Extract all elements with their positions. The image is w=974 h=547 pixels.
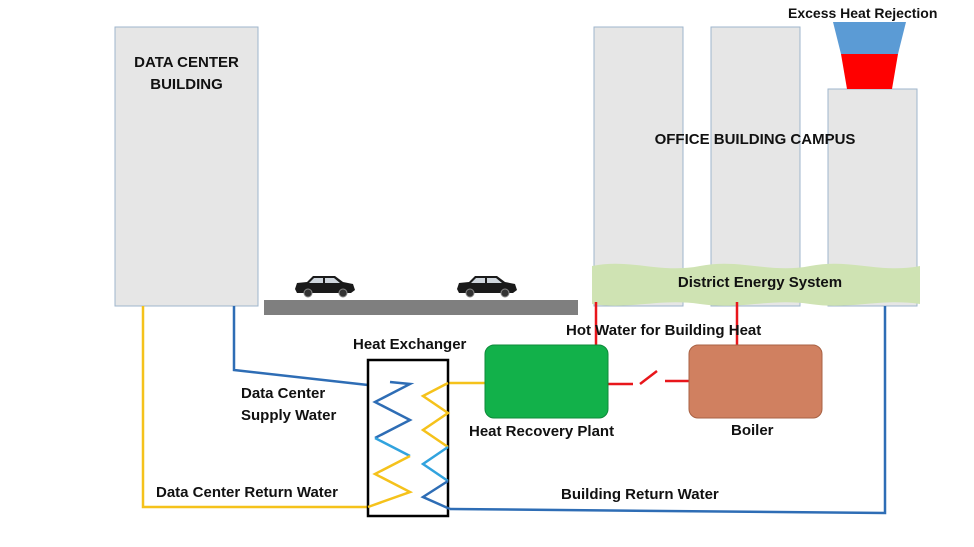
hot-water-label: Hot Water for Building Heat <box>566 322 762 339</box>
hx-coil-left-dark <box>372 380 415 440</box>
data-center-building <box>114 26 259 307</box>
heat-rejection-label: Excess Heat Rejection <box>788 5 938 21</box>
plant-boiler-switch <box>639 370 658 385</box>
office-campus-label: OFFICE BUILDING CAMPUS <box>654 131 856 148</box>
heat-rejection-blue <box>833 22 906 54</box>
heat-exchanger-label: Heat Exchanger <box>353 336 467 353</box>
road <box>264 300 578 315</box>
hx-coil-right-yellow <box>420 381 451 449</box>
office-tower-middle <box>710 26 801 307</box>
return-water-pipe <box>141 306 368 509</box>
car-icon <box>295 276 355 298</box>
hx-coil-left-light <box>374 436 411 458</box>
supply-water-pipe <box>232 306 369 387</box>
data-center-building-label: DATA CENTER BUILDING <box>134 54 239 93</box>
supply-water-label: Data Center Supply Water <box>241 385 337 424</box>
car-icon <box>457 276 517 298</box>
heat-recovery-plant-box <box>484 344 609 419</box>
office-tower-left <box>593 26 684 307</box>
return-water-label: Data Center Return Water <box>156 484 338 501</box>
boiler-label: Boiler <box>731 422 774 439</box>
heat-rejection-red <box>841 54 898 89</box>
boiler-box <box>688 344 823 419</box>
district-energy-band <box>592 263 920 306</box>
hx-coil-right-dark <box>420 479 451 511</box>
district-energy-label: District Energy System <box>677 274 843 291</box>
hx-coil-right-light <box>420 445 449 483</box>
building-return-pipe <box>449 306 887 515</box>
building-return-label: Building Return Water <box>561 486 719 503</box>
hx-coil-left-yellow <box>367 454 414 509</box>
heat-recovery-plant-label: Heat Recovery Plant <box>469 423 615 440</box>
